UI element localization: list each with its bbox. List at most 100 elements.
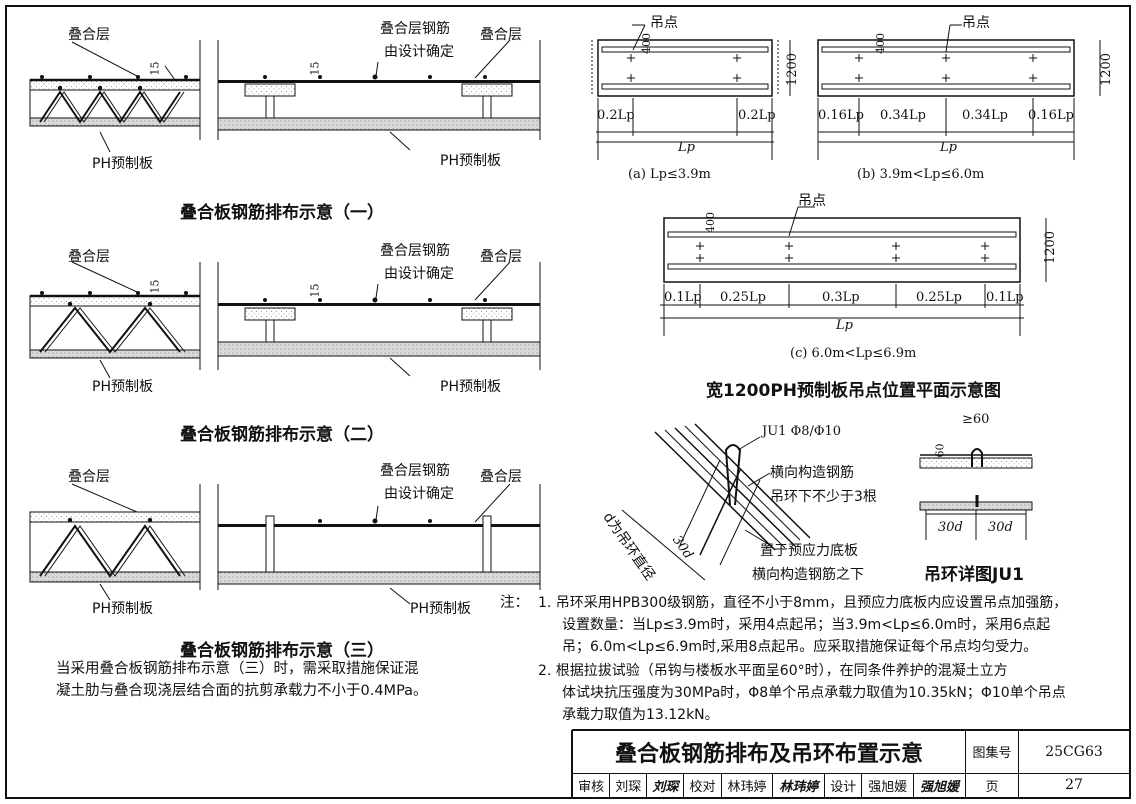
plan-b-caption: (b) 3.9m<Lp≤6.0m — [857, 167, 985, 182]
plan-c-dim-1200: 1200 — [1043, 230, 1059, 265]
s1-caption: 叠合板钢筋排布示意（一） — [180, 203, 384, 223]
plan-a-seg-0: 0.2Lp — [597, 108, 635, 123]
reviewer-name: 刘琛 — [609, 772, 648, 799]
ring-transverse-line1: 横向构造钢筋 — [770, 465, 854, 481]
plan-a-seg-1: 0.2Lp — [738, 108, 776, 123]
s1-ph-label-left: PH预制板 — [92, 156, 153, 172]
section-3-drawing — [29, 483, 541, 605]
plan-b-drawing — [817, 24, 1101, 160]
ring-dim-30d-right: 30d — [988, 520, 1013, 535]
section-2-left-detail — [29, 261, 201, 379]
s2-layer-label-right: 叠合层 — [480, 249, 522, 265]
s3-ph-label-left: PH预制板 — [92, 601, 153, 617]
note-1-line2: 设置数量：当Lp≤3.9m时，采用4点起吊；当3.9m<Lp≤6.0m时，采用6… — [562, 617, 1051, 633]
note-2-line3: 承载力取值为13.12kN。 — [562, 707, 719, 723]
ring-caption: 吊环详图JU1 — [924, 565, 1024, 585]
page-number: 27 — [1018, 772, 1130, 799]
s2-dim-15-left: 15 — [148, 279, 162, 294]
s1-rebar-label-line2: 由设计确定 — [384, 44, 454, 60]
checker-signature: 林玮婷 — [772, 772, 826, 799]
title-block: 叠合板钢筋排布及吊环布置示意 图集号 25CG63 审核 刘琛 刘琛 校对 林玮… — [571, 730, 1130, 799]
check-label: 校对 — [683, 772, 722, 799]
plan-c-caption: (c) 6.0m<Lp≤6.9m — [790, 346, 917, 361]
s2-rebar-label-line2: 由设计确定 — [384, 266, 454, 282]
plan-b-total: Lp — [940, 140, 957, 155]
plan-b-dim-1200: 1200 — [1099, 52, 1115, 87]
note-1-line3: 吊；6.0m<Lp≤6.9m时,采用8点起吊。应采取措施保证每个吊点均匀受力。 — [562, 639, 1038, 655]
s2-rebar-label-line1: 叠合层钢筋 — [380, 243, 450, 259]
plan-b-lift-label: 吊点 — [962, 15, 990, 31]
plan-c-total: Lp — [836, 318, 853, 333]
plan-c-seg-3: 0.25Lp — [916, 290, 962, 305]
plan-c-lift-label: 吊点 — [798, 193, 826, 209]
s2-dim-15-right: 15 — [308, 283, 322, 298]
s1-dim-15-right: 15 — [308, 61, 322, 76]
s1-rebar-label-line1: 叠合层钢筋 — [380, 21, 450, 37]
plan-c-dim-400: 400 — [704, 212, 717, 233]
s1-dim-15-left: 15 — [148, 61, 162, 76]
ring-dim-30d-left: 30d — [938, 520, 963, 535]
plan-a-total: Lp — [678, 140, 695, 155]
plan-a-caption: (a) Lp≤3.9m — [628, 167, 711, 182]
note-2-line1: 2. 根据拉拔试验（吊钩与楼板水平面呈60°时），在同条件养护的混凝土立方 — [538, 663, 1008, 679]
s3-layer-label-right: 叠合层 — [480, 469, 522, 485]
s1-ph-label-right: PH预制板 — [440, 153, 501, 169]
designer-signature: 强旭媛 — [913, 772, 966, 799]
plan-b-seg-2: 0.34Lp — [962, 108, 1008, 123]
reviewer-signature: 刘琛 — [646, 772, 685, 799]
note-2-line2: 体试块抗压强度为30MPa时，Φ8单个吊点承载力取值为10.35kN；Φ10单个… — [562, 685, 1066, 701]
page-label: 页 — [965, 772, 1019, 799]
notes-prefix: 注： — [500, 595, 529, 611]
checker-name: 林玮婷 — [720, 772, 774, 799]
section-1-left-detail — [29, 40, 201, 153]
plan-a-drawing — [591, 24, 791, 160]
plan-c-seg-2: 0.3Lp — [822, 290, 860, 305]
designer-name: 强旭媛 — [861, 772, 915, 799]
plan-c-drawing — [660, 206, 1047, 336]
s2-layer-label-left: 叠合层 — [68, 249, 110, 265]
s3-note-line2: 凝土肋与叠合现浇层结合面的抗剪承载力不小于0.4MPa。 — [56, 683, 428, 699]
section-3-right-detail — [217, 483, 541, 605]
section-1-right-detail — [217, 39, 541, 151]
s2-ph-label-right: PH预制板 — [440, 379, 501, 395]
note-1-line1: 1. 吊环采用HPB300级钢筋，直径不小于8mm，且预应力底板内应设置吊点加强… — [538, 595, 1068, 611]
plan-caption: 宽1200PH预制板吊点位置平面示意图 — [706, 381, 1002, 401]
design-label: 设计 — [824, 772, 863, 799]
section-2-drawing — [29, 261, 541, 379]
review-label: 审核 — [571, 772, 611, 799]
atlas-label: 图集号 — [965, 730, 1019, 774]
plan-b-dim-400: 400 — [874, 33, 887, 54]
s3-note-line1: 当采用叠合板钢筋排布示意（三）时，需采取措施保证混 — [56, 661, 419, 677]
plan-a-dim-1200: 1200 — [785, 52, 801, 87]
atlas-number: 25CG63 — [1018, 730, 1130, 774]
plan-c-seg-0: 0.1Lp — [664, 290, 702, 305]
section-1-drawing — [29, 39, 541, 153]
plan-a-lift-label: 吊点 — [650, 15, 678, 31]
s2-ph-label-left: PH预制板 — [92, 379, 153, 395]
ring-dim-60: 60 — [933, 443, 947, 458]
s3-rebar-label-line1: 叠合层钢筋 — [380, 463, 450, 479]
plan-b-seg-0: 0.16Lp — [818, 108, 864, 123]
ring-dim-ge60: ≥60 — [962, 412, 990, 427]
s1-layer-label-left: 叠合层 — [68, 27, 110, 43]
section-3-left-detail — [29, 483, 201, 601]
ring-transverse-line2: 吊环下不少于3根 — [770, 489, 877, 505]
drawing-title: 叠合板钢筋排布及吊环布置示意 — [572, 730, 966, 774]
ring-under-line1: 置于预应力底板 — [760, 543, 858, 559]
s1-layer-label-right: 叠合层 — [480, 27, 522, 43]
ring-detail-drawing — [621, 423, 1033, 581]
plan-b-seg-1: 0.34Lp — [880, 108, 926, 123]
s3-caption: 叠合板钢筋排布示意（三） — [180, 641, 384, 661]
s3-layer-label-left: 叠合层 — [68, 469, 110, 485]
s3-ph-label-right: PH预制板 — [410, 601, 471, 617]
section-2-right-detail — [217, 261, 541, 377]
s3-rebar-label-line2: 由设计确定 — [384, 486, 454, 502]
s2-caption: 叠合板钢筋排布示意（二） — [180, 425, 384, 445]
ring-ju1-label: JU1 Φ8/Φ10 — [762, 424, 842, 439]
ring-under-line2: 横向构造钢筋之下 — [752, 567, 864, 583]
plan-b-seg-3: 0.16Lp — [1028, 108, 1074, 123]
plan-a-dim-400: 400 — [640, 33, 653, 54]
plan-c-seg-1: 0.25Lp — [720, 290, 766, 305]
plan-c-seg-4: 0.1Lp — [986, 290, 1024, 305]
